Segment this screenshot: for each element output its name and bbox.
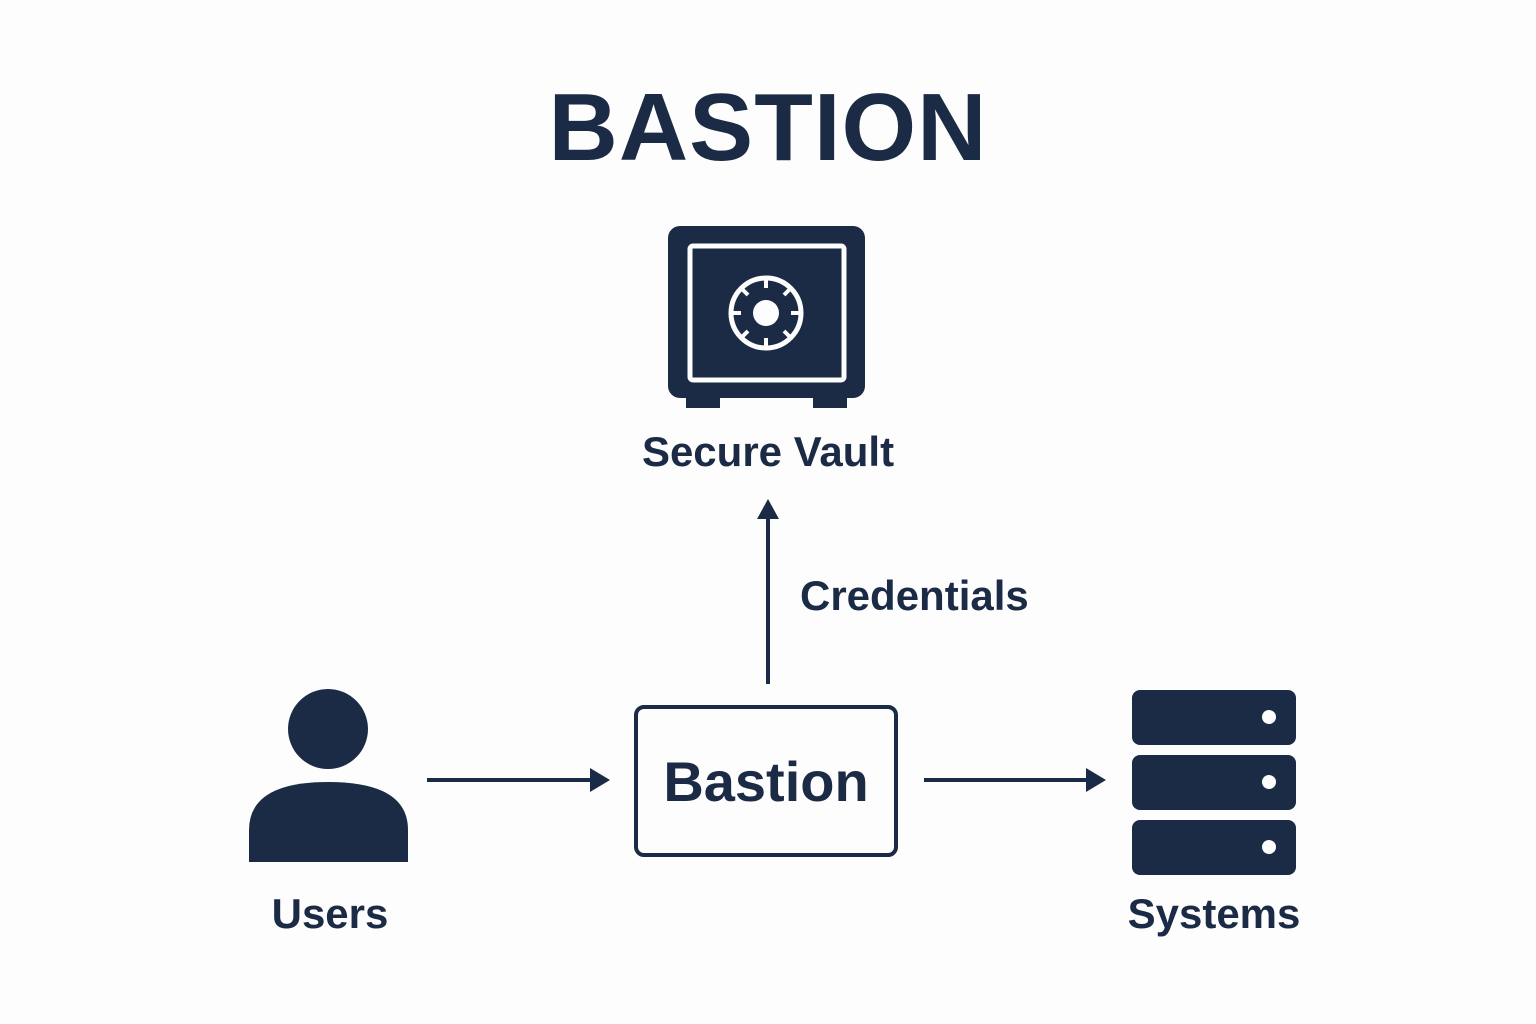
server-stack-icon bbox=[1132, 690, 1296, 875]
bastion-node: Bastion bbox=[634, 705, 898, 857]
users-label: Users bbox=[271, 890, 389, 937]
vault-label: Secure Vault bbox=[641, 428, 895, 475]
diagram-title: BASTION bbox=[548, 74, 988, 181]
systems-label: Systems bbox=[1127, 890, 1301, 937]
user-icon bbox=[249, 689, 408, 862]
edge-bastion-to-vault bbox=[757, 499, 779, 684]
edge-bastion-to-systems bbox=[924, 768, 1106, 792]
edge-users-to-bastion bbox=[427, 768, 610, 792]
safe-icon bbox=[668, 226, 865, 408]
bastion-label: Bastion bbox=[663, 749, 869, 813]
credentials-edge-label: Credentials bbox=[800, 572, 1029, 619]
